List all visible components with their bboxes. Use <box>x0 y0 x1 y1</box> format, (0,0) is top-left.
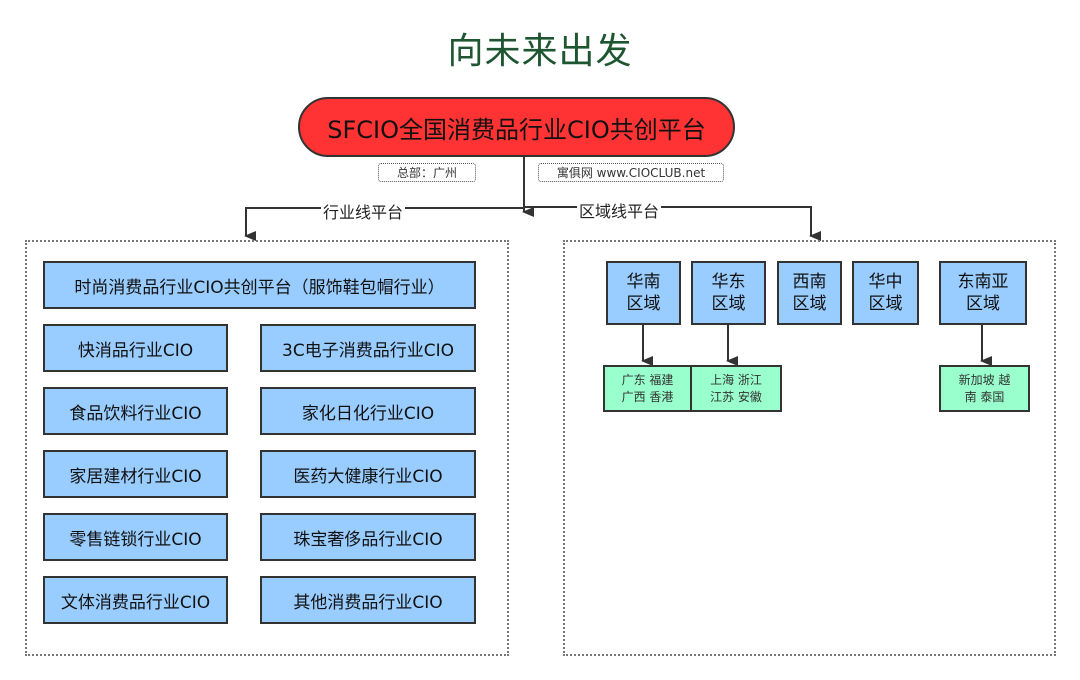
region-suffix: 区域 <box>711 294 746 314</box>
website-note: 寓俱网 www.CIOCLUB.net <box>538 163 724 182</box>
provinces-line: 广东 福建 <box>621 372 674 387</box>
page-title: 向未来出发 <box>447 31 633 72</box>
region-connector <box>524 206 821 241</box>
region-central-china: 华中区域 <box>852 261 919 325</box>
countries-line: 新加坡 越 <box>958 372 1011 387</box>
region-southwest: 西南区域 <box>777 261 842 325</box>
industry-item: 零售链锁行业CIO <box>43 513 228 561</box>
region-name: 华中 <box>868 272 903 292</box>
provinces-line: 江苏 安徽 <box>710 389 762 404</box>
industry-item: 家化日化行业CIO <box>260 387 476 435</box>
industry-item: 珠宝奢侈品行业CIO <box>260 513 476 561</box>
region-name: 华东 <box>711 272 746 292</box>
countries-line: 南 泰国 <box>964 389 1005 404</box>
southeast-asia-countries: 新加坡 越南 泰国 <box>939 365 1030 412</box>
region-suffix: 区域 <box>792 294 827 314</box>
region-south-china: 华南区域 <box>606 261 681 325</box>
region-name: 西南 <box>792 272 827 292</box>
region-name: 东南亚 <box>957 272 1009 292</box>
region-southeast-asia: 东南亚区域 <box>939 261 1027 325</box>
region-suffix: 区域 <box>868 294 903 314</box>
region-suffix: 区域 <box>626 294 661 314</box>
region-branch-label: 区域线平台 <box>577 198 662 222</box>
industry-branch-label: 行业线平台 <box>321 199 406 223</box>
provinces-line: 上海 浙江 <box>710 372 762 387</box>
region-name: 华南 <box>626 272 661 292</box>
industry-item: 食品饮料行业CIO <box>43 387 228 435</box>
region-panel <box>563 240 1056 656</box>
industry-item: 3C电子消费品行业CIO <box>260 324 476 372</box>
industry-connector <box>244 207 524 241</box>
industry-panel <box>25 240 509 656</box>
region-east-china: 华东区域 <box>691 261 766 325</box>
industry-item: 家居建材行业CIO <box>43 450 228 498</box>
fashion-platform-box: 时尚消费品行业CIO共创平台（服饰鞋包帽行业） <box>43 261 476 309</box>
headquarters-note: 总部：广州 <box>378 163 476 182</box>
provinces-line: 广西 香港 <box>621 389 674 404</box>
region-suffix: 区域 <box>966 294 1000 314</box>
south-china-provinces: 广东 福建广西 香港 <box>603 365 692 412</box>
industry-item: 医药大健康行业CIO <box>260 450 476 498</box>
root-node: SFCIO全国消费品行业CIO共创平台 <box>298 97 735 157</box>
industry-item: 其他消费品行业CIO <box>260 576 476 624</box>
industry-item: 文体消费品行业CIO <box>43 576 228 624</box>
east-china-provinces: 上海 浙江江苏 安徽 <box>690 365 782 412</box>
industry-item: 快消品行业CIO <box>43 324 228 372</box>
